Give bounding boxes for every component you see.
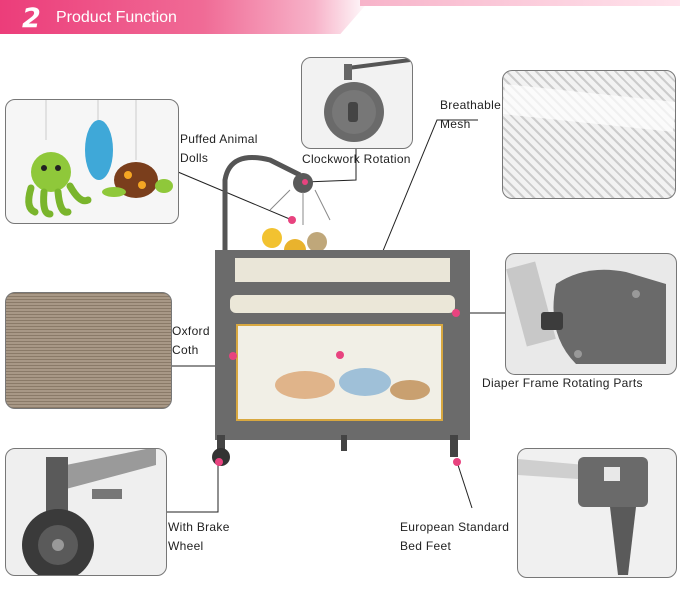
octopus-toy-icon bbox=[31, 152, 71, 192]
playard-crib-illustration bbox=[212, 155, 470, 466]
section-number: 2 bbox=[22, 3, 41, 34]
label-diaper-frame: Diaper Frame Rotating Parts bbox=[482, 376, 643, 390]
seahorse-toy-icon bbox=[85, 120, 113, 180]
rotating-knob-icon bbox=[541, 312, 563, 330]
turtle-toy-icon bbox=[114, 162, 158, 198]
label-brake-wheel: With Brake Wheel bbox=[168, 520, 230, 553]
leader-clockwork bbox=[304, 145, 357, 183]
rotating-joint-illustration bbox=[506, 261, 666, 364]
banner-background bbox=[0, 0, 370, 34]
monkey-toy-icon bbox=[307, 232, 327, 252]
header-banner: 2 Product Function bbox=[0, 0, 680, 36]
label-clockwork: Clockwork Rotation bbox=[302, 152, 411, 166]
banner-stripe bbox=[360, 0, 680, 6]
bed-foot-icon bbox=[610, 507, 636, 575]
mesh-photo bbox=[502, 70, 676, 199]
rotating-parts-photo bbox=[505, 253, 677, 375]
label-bed-feet: European Standard Bed Feet bbox=[400, 520, 510, 553]
oxford-cloth-photo bbox=[5, 292, 172, 409]
leader-brake bbox=[165, 462, 219, 513]
brake-wheel-photo bbox=[5, 448, 167, 576]
lion-toy-icon bbox=[262, 228, 282, 248]
label-puffed-dolls: Puffed Animal Dolls bbox=[180, 132, 258, 165]
puffed-dolls-photo bbox=[5, 99, 179, 224]
leader-feet bbox=[457, 464, 473, 509]
section-title: Product Function bbox=[56, 9, 177, 26]
brake-pedal-icon bbox=[92, 489, 122, 499]
label-oxford-cloth: Oxford Coth bbox=[172, 324, 210, 357]
clockwork-photo bbox=[301, 57, 413, 149]
label-breathable-mesh: Breathable Mesh bbox=[440, 98, 502, 131]
wheel-illustration bbox=[22, 449, 156, 575]
toy-dolls-illustration bbox=[25, 100, 173, 218]
bed-foot-illustration bbox=[518, 457, 648, 575]
bed-feet-photo bbox=[517, 448, 677, 578]
clockwork-unit-illustration bbox=[324, 58, 411, 142]
